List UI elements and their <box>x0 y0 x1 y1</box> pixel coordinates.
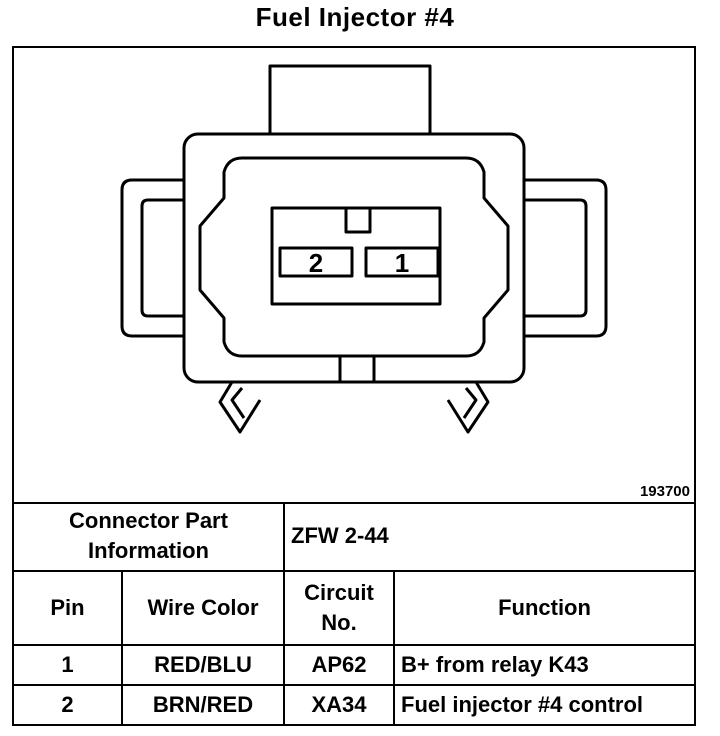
figure-id: 193700 <box>639 483 690 500</box>
pin-2-label: 2 <box>309 248 323 278</box>
pin-1-label: 1 <box>395 248 409 278</box>
header-wire-color: Wire Color <box>121 570 285 646</box>
pin-2-terminal <box>278 246 354 278</box>
left-ear-inner <box>140 198 184 318</box>
row-circuit: XA34 <box>283 684 395 724</box>
row-function: B+ from relay K43 <box>393 644 694 686</box>
bottom-lock-bar <box>338 356 376 382</box>
right-lock-leg-inner <box>462 387 478 419</box>
row-pin: 1 <box>14 644 123 686</box>
header-function: Function <box>393 570 694 646</box>
page-title: Fuel Injector #4 <box>255 2 455 32</box>
table-header-row: Pin Wire Color Circuit No. Function <box>14 570 694 646</box>
part-info-row: Connector Part Information ZFW 2-44 <box>14 502 694 572</box>
left-lock-leg-inner <box>230 387 246 419</box>
right-ear-inner <box>524 198 588 318</box>
connector-drawing: 2 1 <box>120 64 608 434</box>
header-pin: Pin <box>14 570 123 646</box>
table-row: 1 RED/BLU AP62 B+ from relay K43 <box>14 644 694 686</box>
part-info-label-line2: Information <box>88 538 209 563</box>
row-wire-color: RED/BLU <box>121 644 285 686</box>
row-function: Fuel injector #4 control <box>393 684 694 724</box>
part-info-label: Connector Part Information <box>14 502 285 572</box>
row-pin: 2 <box>14 684 123 724</box>
left-lock-leg <box>218 381 262 434</box>
part-info-value: ZFW 2-44 <box>283 502 694 572</box>
header-circuit: Circuit No. <box>283 570 395 646</box>
connector-frame: 2 1 193700 Connector Part Information ZF… <box>12 46 696 726</box>
table-row: 2 BRN/RED XA34 Fuel injector #4 control <box>14 684 694 724</box>
header-circuit-line1: Circuit <box>304 580 374 605</box>
header-circuit-line2: No. <box>321 610 357 635</box>
connector-table: Connector Part Information ZFW 2-44 Pin … <box>14 502 694 724</box>
pin-1-terminal <box>364 246 440 278</box>
part-info-label-line1: Connector Part <box>69 508 228 533</box>
key-notch <box>344 206 372 234</box>
left-ear-outer <box>120 178 184 338</box>
connector-diagram-area: 2 1 193700 <box>14 48 694 504</box>
row-wire-color: BRN/RED <box>121 684 285 724</box>
latch-tab <box>268 64 432 136</box>
right-ear-outer <box>524 178 608 338</box>
connector-face <box>198 156 510 358</box>
right-lock-leg <box>446 381 490 434</box>
connector-body <box>182 132 526 384</box>
row-circuit: AP62 <box>283 644 395 686</box>
